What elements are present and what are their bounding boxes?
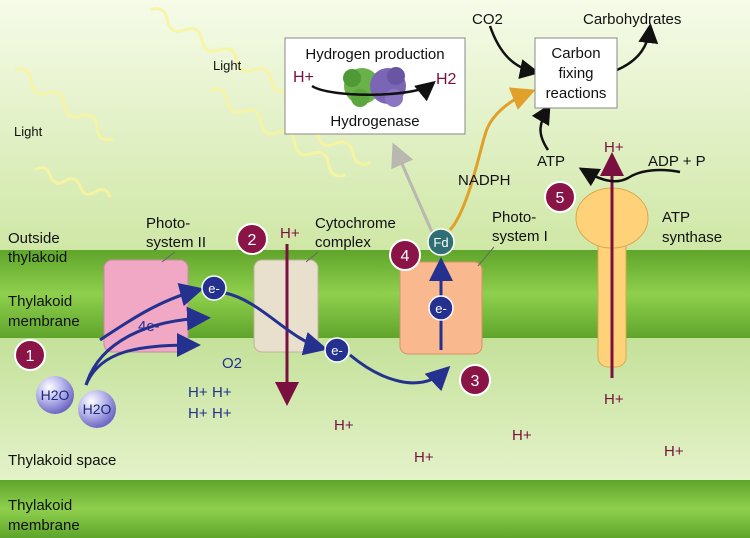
fd-text: Fd bbox=[433, 235, 448, 250]
water-to-protons-arrow bbox=[84, 333, 201, 386]
electron-text-1: e- bbox=[208, 281, 220, 296]
hydrogenase-label: Hydrogenase bbox=[330, 113, 419, 130]
co2-arrow bbox=[488, 25, 540, 79]
ps2-leader bbox=[161, 251, 176, 263]
proton-atp-top: H+ bbox=[604, 139, 624, 156]
electron-to-cyt-arrow bbox=[224, 291, 328, 356]
light-wave-2 bbox=[149, 7, 290, 93]
carbohydrates-arrow bbox=[616, 23, 659, 72]
cyt-leader bbox=[305, 251, 319, 263]
light-label-middle: Light bbox=[213, 58, 242, 73]
light-label-left: Light bbox=[14, 124, 43, 139]
cyt-label-1: Cytochrome bbox=[315, 215, 396, 232]
step-text-2: 2 bbox=[248, 232, 257, 249]
proton-space-2: H+ bbox=[512, 427, 532, 444]
step-badge-1 bbox=[14, 339, 46, 371]
proton-blue-3: H+ bbox=[188, 405, 208, 422]
electron-text-3: e- bbox=[435, 301, 447, 316]
proton-blue-4: H+ bbox=[212, 405, 232, 422]
electron-text-2: e- bbox=[331, 343, 343, 358]
h-to-h2-arrow bbox=[311, 80, 436, 102]
cyt-label-2: complex bbox=[315, 234, 371, 251]
proton-blue-1: H+ bbox=[188, 384, 208, 401]
step-badge-5 bbox=[544, 181, 576, 213]
cyt-to-ps1-arrow bbox=[349, 353, 451, 392]
proton-blue-2: H+ bbox=[212, 384, 232, 401]
water-sphere-2 bbox=[78, 390, 116, 428]
electron-badge-3 bbox=[428, 295, 454, 321]
atp-synthase-label-2: synthase bbox=[662, 229, 722, 246]
light-wave-5 bbox=[34, 166, 112, 198]
carbohydrates-label: Carbohydrates bbox=[583, 11, 681, 28]
fd-to-carbon-arrow bbox=[448, 87, 536, 232]
atp-label: ATP bbox=[537, 153, 565, 170]
water-sphere-1 bbox=[36, 376, 74, 414]
proton-space-4: H+ bbox=[664, 443, 684, 460]
ps2-to-electron-arrow bbox=[99, 282, 204, 342]
step-text-5: 5 bbox=[556, 190, 565, 207]
carbon-fixing-box bbox=[534, 37, 618, 109]
label-outside-2: thylakoid bbox=[8, 249, 67, 266]
light-wave-3 bbox=[209, 87, 347, 178]
four-electrons-label: 4e- bbox=[138, 318, 160, 335]
water-label-1: H2O bbox=[41, 387, 70, 403]
atp-to-carbon-arrow bbox=[531, 103, 551, 151]
proton-cyt-top: H+ bbox=[280, 225, 300, 242]
proton-space-1: H+ bbox=[334, 417, 354, 434]
co2-label: CO2 bbox=[472, 11, 503, 28]
adp-p-label: ADP + P bbox=[648, 153, 706, 170]
ps1-label-1: Photo- bbox=[492, 209, 536, 226]
label-membrane-bottom-2: membrane bbox=[8, 517, 80, 534]
label-membrane: Thylakoid bbox=[8, 293, 72, 310]
step-badge-3 bbox=[459, 364, 491, 396]
photosystem-ii-block bbox=[103, 259, 189, 353]
electron-badge-1 bbox=[201, 275, 227, 301]
atp-synthase-label-1: ATP bbox=[662, 209, 690, 226]
proton-atp-bottom: H+ bbox=[604, 391, 624, 408]
o2-label: O2 bbox=[222, 355, 242, 372]
step-badge-4 bbox=[389, 239, 421, 271]
step-text-4: 4 bbox=[401, 248, 410, 265]
fd-badge bbox=[427, 228, 455, 256]
label-thylakoid-space: Thylakoid space bbox=[8, 452, 116, 469]
carbon-line-1: Carbon bbox=[551, 45, 600, 62]
water-label-2: H2O bbox=[83, 401, 112, 417]
hydrogen-box-title: Hydrogen production bbox=[305, 46, 444, 63]
thylakoid-membrane-bottom bbox=[0, 480, 750, 538]
label-outside: Outside bbox=[8, 230, 60, 247]
light-wave-1 bbox=[14, 67, 114, 142]
nadph-label: NADPH bbox=[458, 172, 511, 189]
step-text-3: 3 bbox=[471, 373, 480, 390]
label-membrane-bottom: Thylakoid bbox=[8, 497, 72, 514]
ps2-label-1: Photo- bbox=[146, 215, 190, 232]
label-membrane-2: membrane bbox=[8, 313, 80, 330]
box-h-plus: H+ bbox=[293, 69, 314, 86]
carbon-line-2: fixing bbox=[558, 65, 593, 82]
proton-space-3: H+ bbox=[414, 449, 434, 466]
ps1-label-2: system I bbox=[492, 228, 548, 245]
box-h2: H2 bbox=[436, 71, 457, 88]
ps1-leader bbox=[477, 246, 495, 267]
water-to-o2-arrow bbox=[84, 306, 211, 386]
electron-badge-2 bbox=[324, 337, 350, 363]
step-badge-2 bbox=[236, 223, 268, 255]
step-text-1: 1 bbox=[26, 348, 35, 365]
adp-to-atp-arrow bbox=[578, 167, 681, 187]
fd-to-hydrogenase-arrow bbox=[391, 142, 434, 233]
ps2-label-2: system II bbox=[146, 234, 206, 251]
carbon-line-3: reactions bbox=[546, 85, 607, 102]
